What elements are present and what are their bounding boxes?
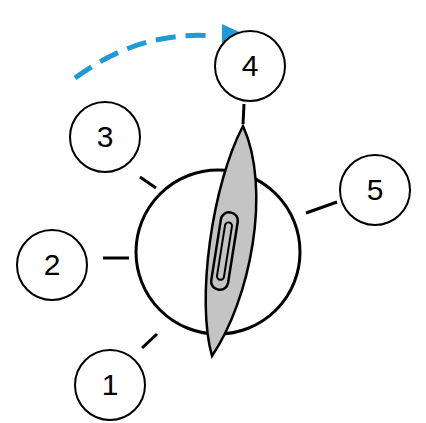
callout-number: 3 [97, 122, 114, 152]
callout-circle: 3 [69, 101, 141, 173]
callout-number: 4 [242, 51, 259, 81]
knob-grip [210, 211, 239, 291]
callout-circle: 2 [16, 229, 88, 301]
callout-number: 1 [102, 370, 119, 400]
callout-circle: 1 [74, 349, 146, 421]
callout-circle: 4 [214, 30, 286, 102]
rotation-arrow [75, 35, 215, 78]
callout-number: 2 [44, 250, 61, 280]
callout-circle: 5 [339, 154, 411, 226]
knob-grip-slot [217, 222, 233, 280]
callout-number: 5 [367, 175, 384, 205]
knob-pointer [206, 126, 257, 356]
